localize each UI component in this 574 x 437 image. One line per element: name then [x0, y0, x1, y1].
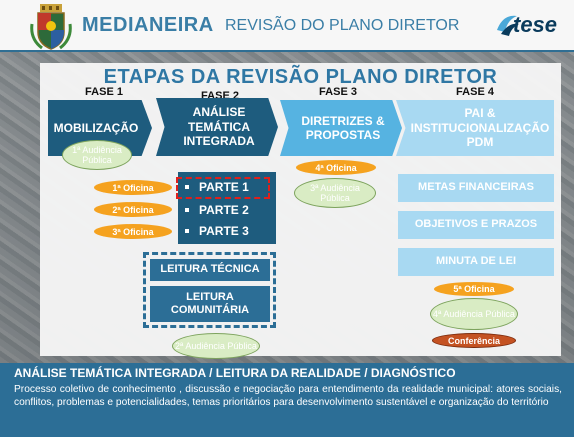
phase-box-pai: PAI & INSTITUCIONALIZAÇÃO PDM — [396, 100, 554, 156]
leitura-comunitaria-box: LEITURA COMUNITÁRIA — [150, 286, 270, 322]
diagram-title: ETAPAS DA REVISÃO PLANO DIRETOR — [103, 66, 498, 88]
brand-name: MEDIANEIRA — [82, 14, 214, 36]
city-crest-icon — [30, 4, 72, 50]
part-1-item: PARTE 1 — [185, 178, 249, 196]
phase-label-4: FASE 4 — [456, 86, 494, 98]
part-3-item: PARTE 3 — [185, 222, 249, 240]
fase4-objetivos-box: OBJETIVOS E PRAZOS — [398, 211, 554, 239]
oficina-5-oval: 5ª Oficina — [434, 282, 514, 296]
audiencia-3-oval: 3ª Audiência Pública — [294, 178, 376, 208]
fase4-minuta-box: MINUTA DE LEI — [398, 248, 554, 276]
part-3-label: PARTE 3 — [199, 224, 249, 238]
leitura-dashed-frame — [143, 252, 276, 328]
header-subtitle: REVISÃO DO PLANO DIRETOR — [225, 17, 460, 34]
audiencia-1-oval: 1ª Audiência Pública — [62, 140, 132, 170]
tese-logo-icon — [497, 15, 519, 36]
fase4-metas-box: METAS FINANCEIRAS — [398, 174, 554, 202]
oficina-4-oval: 4ª Oficina — [296, 160, 376, 175]
phase-label-3: FASE 3 — [319, 86, 357, 98]
part-1-label: PARTE 1 — [199, 180, 249, 194]
audiencia-4-oval: 4ª Audiência Pública — [430, 298, 518, 330]
parts-block — [178, 172, 276, 244]
part-2-item: PARTE 2 — [185, 201, 249, 219]
phase-box-analise: ANÁLISE TEMÁTICA INTEGRADA — [156, 98, 278, 156]
tese-logo-text: tese — [513, 12, 558, 37]
footer-description: Processo coletivo de conhecimento , disc… — [14, 384, 562, 409]
part-2-label: PARTE 2 — [199, 203, 249, 217]
part-1-highlight — [176, 177, 270, 199]
oficina-1-oval: 1ª Oficina — [94, 180, 172, 195]
phase-box-diretrizes: DIRETRIZES & PROPOSTAS — [280, 100, 402, 156]
oficina-2-oval: 2ª Oficina — [94, 202, 172, 217]
footer-title: ANÁLISE TEMÁTICA INTEGRADA / LEITURA DA … — [14, 366, 456, 380]
footer-bar — [0, 363, 574, 437]
oficina-3-oval: 3ª Oficina — [94, 224, 172, 239]
conferencia-oval: Conferência — [432, 333, 516, 348]
leitura-tecnica-box: LEITURA TÉCNICA — [150, 259, 270, 281]
phase-label-1: FASE 1 — [85, 86, 123, 98]
header-bar — [0, 0, 574, 52]
audiencia-2-oval: 2ª Audiência Pública — [172, 333, 260, 359]
